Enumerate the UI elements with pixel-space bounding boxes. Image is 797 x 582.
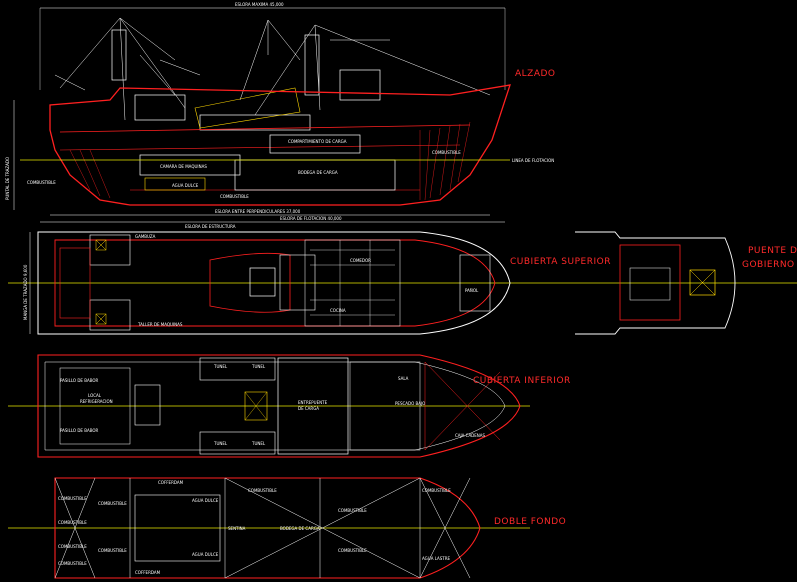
db-cofferdam-1: COFFERDAM <box>158 480 184 485</box>
db-comb-4: COMBUSTIBLE <box>58 561 87 566</box>
puntal-text: PUNTAL DE TRAZADO <box>5 157 10 200</box>
upper-deck-view: MANGA DE TRAZADO 9,600 GAMBUZA TALLER DE… <box>8 224 797 335</box>
db-comb-10: COMBUSTIBLE <box>422 488 451 493</box>
comb-text-2: COMBUSTIBLE <box>220 194 249 199</box>
label-puente-1: PUENTE DE <box>748 246 797 256</box>
agua-dulce-text: AGUA DULCE <box>172 183 199 188</box>
camara-text: CAMARA DE MAQUINAS <box>160 164 207 169</box>
pasillo-text-2: PASILLO DE BABOR <box>60 428 99 433</box>
cadenas-text: CAJA CADENAS <box>455 433 486 438</box>
db-comb-7: COMBUSTIBLE <box>248 488 277 493</box>
label-puente-2: GOBIERNO <box>742 260 795 270</box>
comedor-text: COMEDOR <box>350 258 371 263</box>
db-sentina: SENTINA <box>228 526 246 531</box>
eslora-flot-text: ESLORA DE FLOTACION 40,000 <box>280 216 342 221</box>
gambuza-text: GAMBUZA <box>135 234 156 239</box>
double-bottom-view: COMBUSTIBLE COMBUSTIBLE COMBUSTIBLE COMB… <box>8 477 566 579</box>
upper-deck-outline <box>37 231 511 335</box>
rigging <box>54 17 491 121</box>
db-cofferdam-2: COFFERDAM <box>135 570 161 575</box>
db-agua-2: AGUA DULCE <box>192 552 219 557</box>
entrepuente-text-2: DE CARGA <box>298 406 319 411</box>
db-comb-5: COMBUSTIBLE <box>98 501 127 506</box>
tunel-text-2: TUNEL <box>251 364 266 369</box>
waterline-text: LINEA DE FLOTACION <box>512 158 554 163</box>
lower-deck-outline <box>37 354 521 458</box>
cocina-text: COCINA <box>330 308 346 313</box>
eslora-max-text: ESLORA MAXIMA 45,000 <box>235 2 284 7</box>
entrepuente-text-1: ENTREPUENTE <box>298 400 328 405</box>
pana-text: PAÑOL <box>465 288 479 293</box>
label-doble-fondo: DOBLE FONDO <box>494 517 566 527</box>
label-cubierta-inferior: CUBIERTA INFERIOR <box>473 376 571 386</box>
sala-text: SALA <box>398 376 409 381</box>
double-bottom-outline <box>54 477 481 579</box>
db-comb-3: COMBUSTIBLE <box>58 544 87 549</box>
taller-text: TALLER DE MAQUINAS <box>137 322 183 327</box>
compartimiento-text: COMPARTIMIENTO DE CARGA <box>288 139 347 144</box>
elevation-view: ESLORA MAXIMA 45,000 <box>5 2 556 223</box>
tunel-text-4: TUNEL <box>251 441 266 446</box>
eslora-note-text: ESLORA DE ESTRUCTURA <box>185 224 236 229</box>
hull-outline <box>49 84 511 206</box>
comb-text-3: COMBUSTIBLE <box>432 150 461 155</box>
label-cubierta-superior: CUBIERTA SUPERIOR <box>510 257 611 267</box>
pasillo-text-1: PASILLO DE BABOR <box>60 378 99 383</box>
local-text-1: LOCAL <box>88 393 102 398</box>
db-agua-1: AGUA DULCE <box>192 498 219 503</box>
bridge-view <box>575 231 736 335</box>
comb-text-1: COMBUSTIBLE <box>27 180 56 185</box>
pescado-text: PESCADO BAJO <box>395 401 425 406</box>
local-text-2: REFRIGERACION <box>80 399 113 404</box>
lower-deck-view: PASILLO DE BABOR PASILLO DE BABOR LOCAL … <box>8 354 571 458</box>
db-comb-2: COMBUSTIBLE <box>58 520 87 525</box>
manga-text: MANGA DE TRAZADO 9,600 <box>23 264 28 320</box>
bodega-text: BODEGA DE CARGA <box>298 170 338 175</box>
tunel-text-3: TUNEL <box>213 441 228 446</box>
db-comb-8: COMBUSTIBLE <box>338 508 367 513</box>
db-comb-9: COMBUSTIBLE <box>338 548 367 553</box>
eslora-pp-text: ESLORA ENTRE PERPENDICULARES 37,000 <box>215 209 301 214</box>
tunel-text-1: TUNEL <box>213 364 228 369</box>
db-agua-3: AGUA LASTRE <box>422 556 451 561</box>
label-alzado: ALZADO <box>515 69 556 79</box>
db-bodega: BODEGA DE CARGA <box>280 526 320 531</box>
db-comb-1: COMBUSTIBLE <box>58 496 87 501</box>
db-comb-6: COMBUSTIBLE <box>98 548 127 553</box>
